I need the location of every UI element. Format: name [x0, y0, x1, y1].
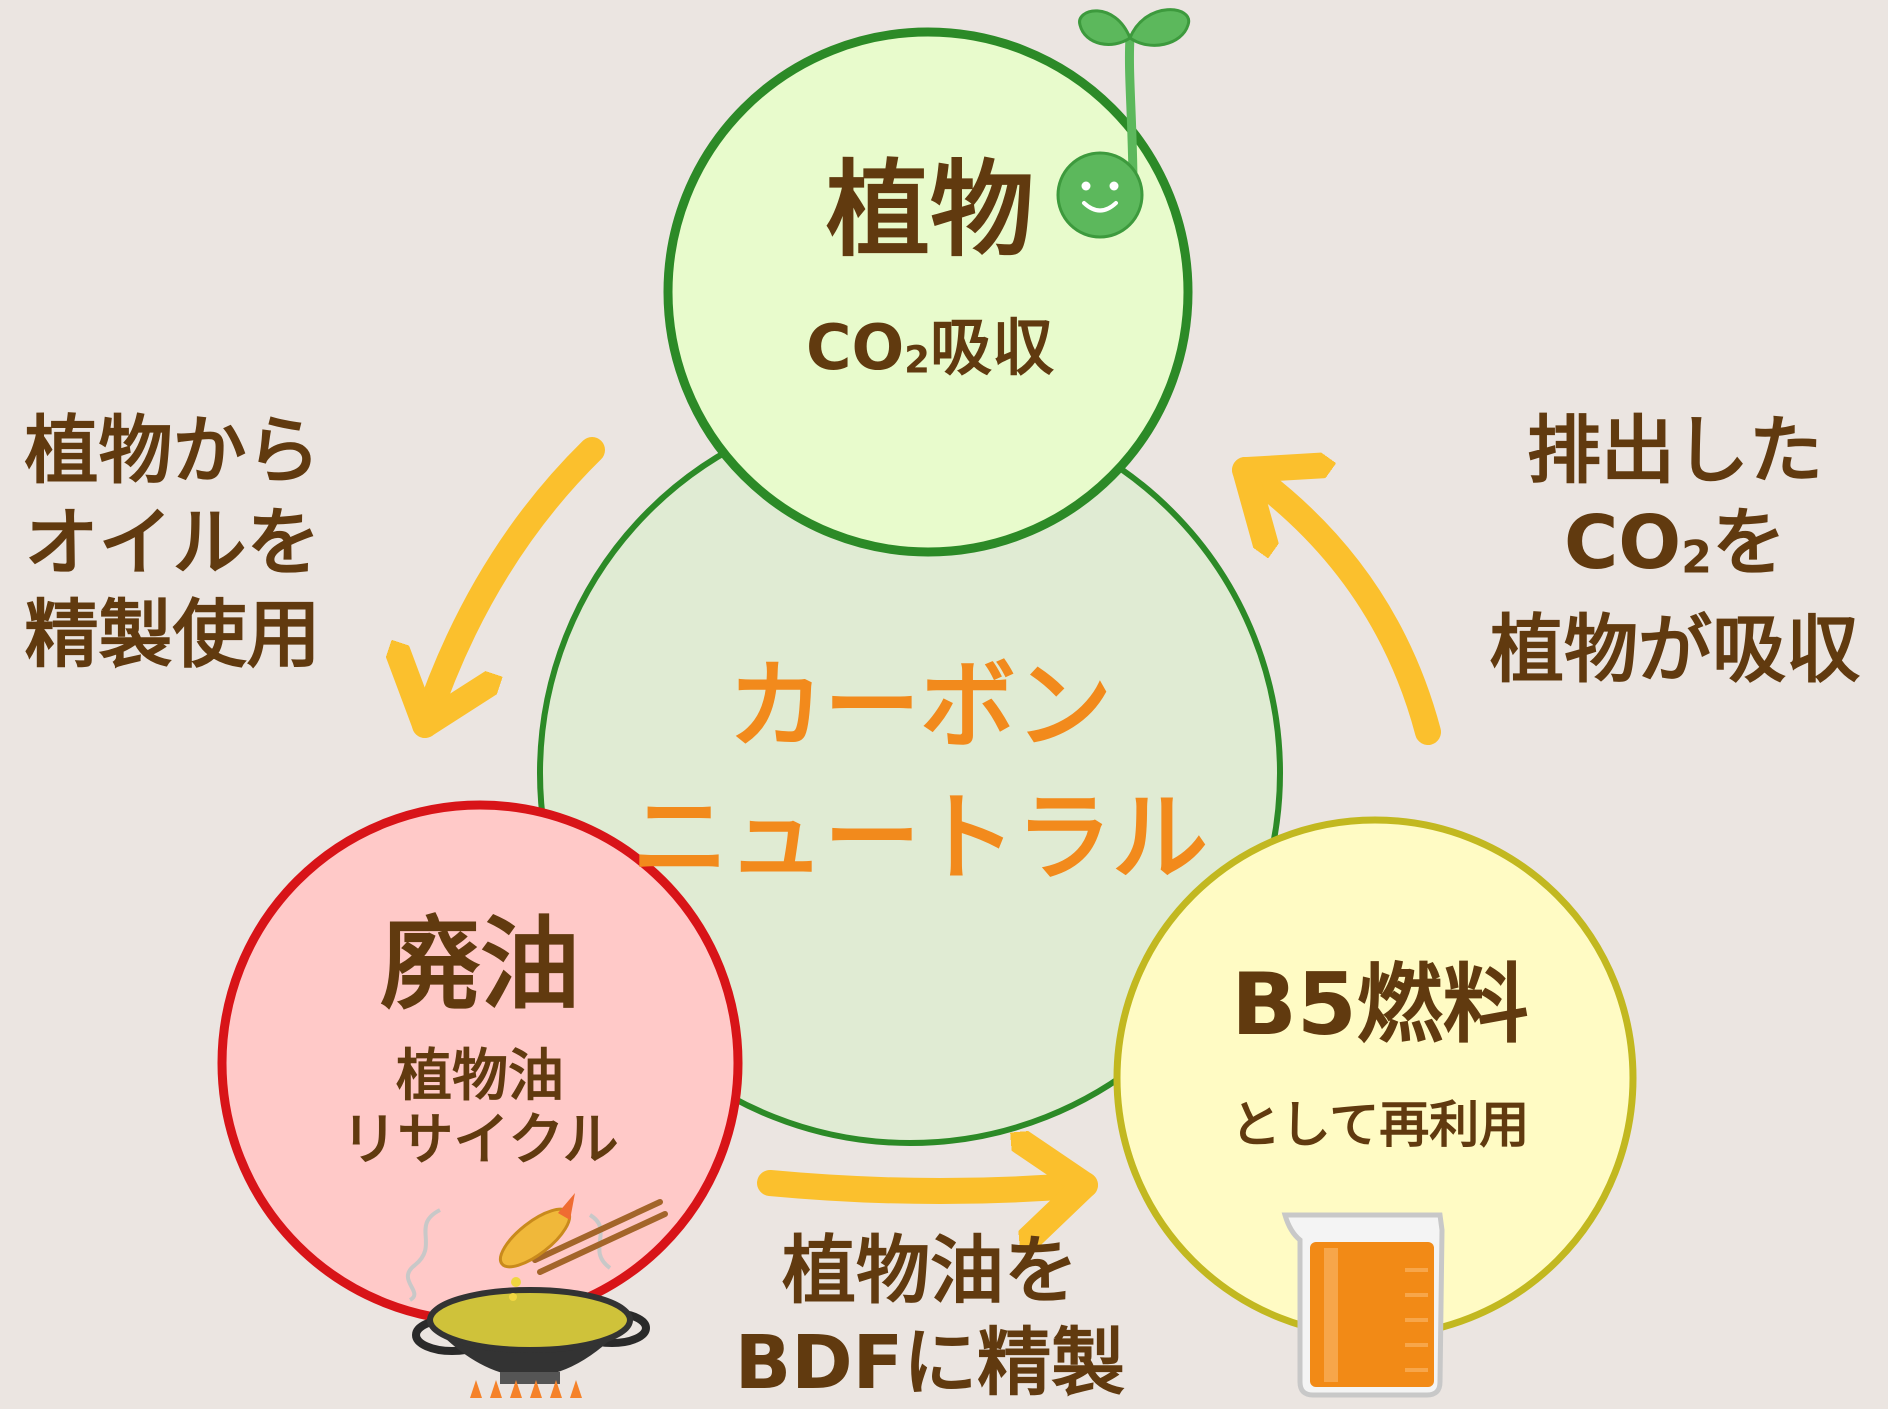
- b5-to-plant-line2-index: 2: [1681, 532, 1713, 584]
- waste-oil-title: 廃油: [380, 906, 580, 1023]
- arrow-plant-to-waste: [425, 437, 605, 738]
- arrow-b5-to-plant: [1232, 470, 1441, 745]
- arrow-waste-to-b5: [757, 1183, 1098, 1191]
- center-label: カーボン ニュートラル: [540, 640, 1300, 904]
- b5-to-plant-line2: CO2を: [1465, 497, 1885, 604]
- center-label-line2: ニュートラル: [632, 782, 1208, 894]
- b5-to-plant-line1: 排出した: [1527, 408, 1823, 494]
- plant-title: 植物: [825, 149, 1034, 271]
- plant-sub-index: 2: [904, 337, 931, 382]
- sprout-icon: [1056, 8, 1191, 239]
- b5-fuel-title: B5燃料: [1231, 955, 1529, 1055]
- waste-to-b5-caption: 植物油を BDFに精製: [705, 1225, 1155, 1409]
- plant-subtitle: CO2吸収: [670, 310, 1190, 398]
- b5-fuel-subtitle: として再利用: [1230, 1096, 1530, 1154]
- plant-circle: [663, 27, 1193, 557]
- b5-to-plant-line2-suffix: を: [1712, 500, 1787, 586]
- tempura-frying-pan-icon: [406, 1193, 668, 1398]
- b5-to-plant-line3: 植物が吸収: [1490, 607, 1860, 694]
- plant-to-waste-line3: 精製使用: [24, 592, 321, 678]
- center-label-line1: カーボン: [728, 650, 1112, 762]
- waste-to-b5-line1: 植物油を: [782, 1228, 1078, 1314]
- b5-to-plant-caption: 排出した CO2を 植物が吸収: [1465, 405, 1885, 696]
- plant-sub-prefix: CO: [805, 311, 905, 384]
- plant-sub-suffix: 吸収: [930, 311, 1055, 384]
- beaker-icon: [1281, 1212, 1445, 1398]
- plant-to-waste-caption: 植物から オイルを 精製使用: [0, 405, 345, 681]
- waste-to-b5-line2: BDFに精製: [734, 1320, 1126, 1406]
- waste-oil-subtitle: 植物油 リサイクル: [230, 1045, 730, 1173]
- b5-to-plant-line2-prefix: CO: [1563, 500, 1682, 586]
- plant-to-waste-line1: 植物から: [24, 408, 321, 494]
- waste-oil-sub-line2: リサイクル: [341, 1108, 619, 1173]
- plant-to-waste-line2: オイルを: [24, 500, 321, 586]
- waste-oil-sub-line1: 植物油: [396, 1044, 564, 1109]
